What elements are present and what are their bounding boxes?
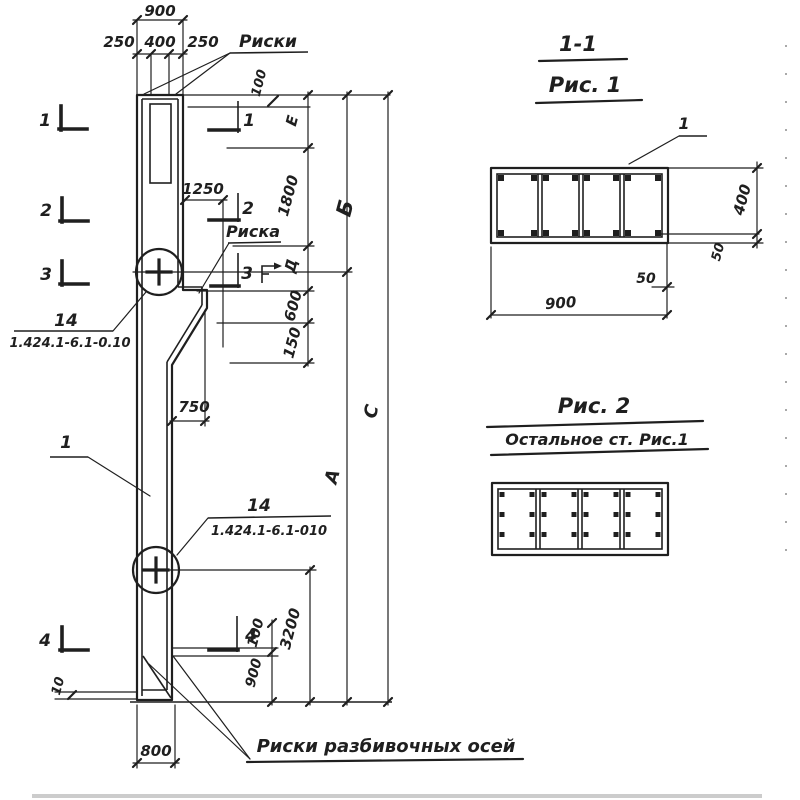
dim-letter-b: Б [332, 197, 359, 219]
view-direction-arrow-icon [261, 262, 282, 283]
dim-letter-c: С [360, 402, 384, 421]
column-leader-num: 1 [60, 433, 72, 453]
section-mark-1-right: 1 [243, 111, 255, 131]
section-1-1-view: 1-1 Рис. 1 1 [485, 32, 764, 321]
section-dimensions: 400 50 50 900 [485, 161, 764, 321]
scan-artifacts [32, 45, 787, 798]
dim-400-top: 400 [143, 33, 175, 51]
figure-2-note: Остальное ст. Рис.1 [505, 430, 689, 449]
section-mark-4-right: 4 [244, 626, 257, 646]
dim-100-bottom: 100 [245, 617, 268, 650]
dim-900-section: 900 [544, 293, 576, 313]
dim-letter-d: Д [280, 257, 301, 276]
section-mark-3-left: 3 [40, 265, 52, 285]
dim-600: 600 [280, 288, 305, 323]
detail-upper-series: 1.424.1-6.1-0.10 [10, 336, 131, 351]
column-elevation: 1 2 3 4 1 2 3 4 900 250 400 250 [10, 2, 525, 769]
riski-top-callout: Риски [143, 32, 309, 95]
detail-callout-lower: 14 1.424.1-6.1-010 [176, 496, 332, 556]
section-mark-4-left: 4 [38, 631, 51, 651]
detail-lower-num: 14 [247, 496, 271, 516]
detail-callout-upper: 14 1.424.1-6.1-0.10 [10, 291, 147, 351]
detail-lower-series: 1.424.1-6.1-010 [211, 524, 327, 539]
figure-2-stirrup-cells [497, 488, 663, 550]
column-outline [135, 93, 209, 702]
dim-250-right: 250 [187, 33, 218, 51]
dim-letter-a: А [320, 467, 344, 488]
section-outline [489, 166, 670, 245]
dimension-ticks [66, 14, 394, 769]
dim-50-side: 50 [709, 241, 728, 262]
figure-1-label: Рис. 1 [549, 73, 621, 97]
section-marks-right: 1 2 3 4 [207, 101, 282, 652]
dim-10: 10 [49, 675, 68, 696]
rebar-leader-num: 1 [678, 114, 689, 133]
riski-bottom-callout: Риски разбивочных осей [148, 655, 525, 764]
section-mark-1-left: 1 [39, 111, 51, 131]
dim-900-bottom: 900 [243, 657, 266, 690]
section-title: 1-1 [559, 32, 597, 56]
dim-50-bottom: 50 [636, 271, 656, 287]
dimension-lines [132, 19, 228, 764]
figure-2-view: Рис. 2 Остальное ст. Рис.1 [485, 394, 710, 557]
dim-800: 800 [140, 742, 171, 760]
dim-3200: 3200 [276, 606, 304, 651]
dim-1800: 1800 [274, 173, 302, 218]
column-leader-callout: 1 [50, 433, 151, 497]
riska-callout: Риска [198, 222, 282, 294]
rebar-corner-bars [498, 175, 661, 236]
dim-150: 150 [279, 325, 304, 360]
figure-2-section-outline [490, 481, 670, 557]
riska-label: Риска [226, 222, 280, 241]
riski-bottom-label: Риски разбивочных осей [257, 736, 516, 757]
figure-2-rebar-dots [499, 492, 661, 547]
extension-lines [54, 19, 392, 769]
dim-250-left: 250 [103, 33, 134, 51]
dim-750: 750 [178, 398, 209, 416]
detail-upper-num: 14 [54, 311, 78, 331]
figure-2-title: Рис. 2 [558, 394, 630, 418]
riski-top-label: Риски [239, 32, 297, 52]
column-inner-lines [141, 98, 203, 699]
section-marks-left: 1 2 3 4 [38, 104, 90, 653]
dim-1250: 1250 [182, 180, 224, 198]
dim-400-section: 400 [729, 182, 755, 218]
dim-letter-e: Е [282, 113, 302, 128]
section-mark-3-right: 3 [241, 264, 253, 284]
stirrup-cells [496, 173, 663, 238]
dim-900-top: 900 [144, 2, 175, 20]
section-mark-2-right: 2 [242, 199, 254, 219]
section-mark-2-left: 2 [40, 201, 52, 221]
rebar-leader-callout: 1 [628, 114, 707, 165]
dim-100-top: 100 [249, 68, 271, 98]
